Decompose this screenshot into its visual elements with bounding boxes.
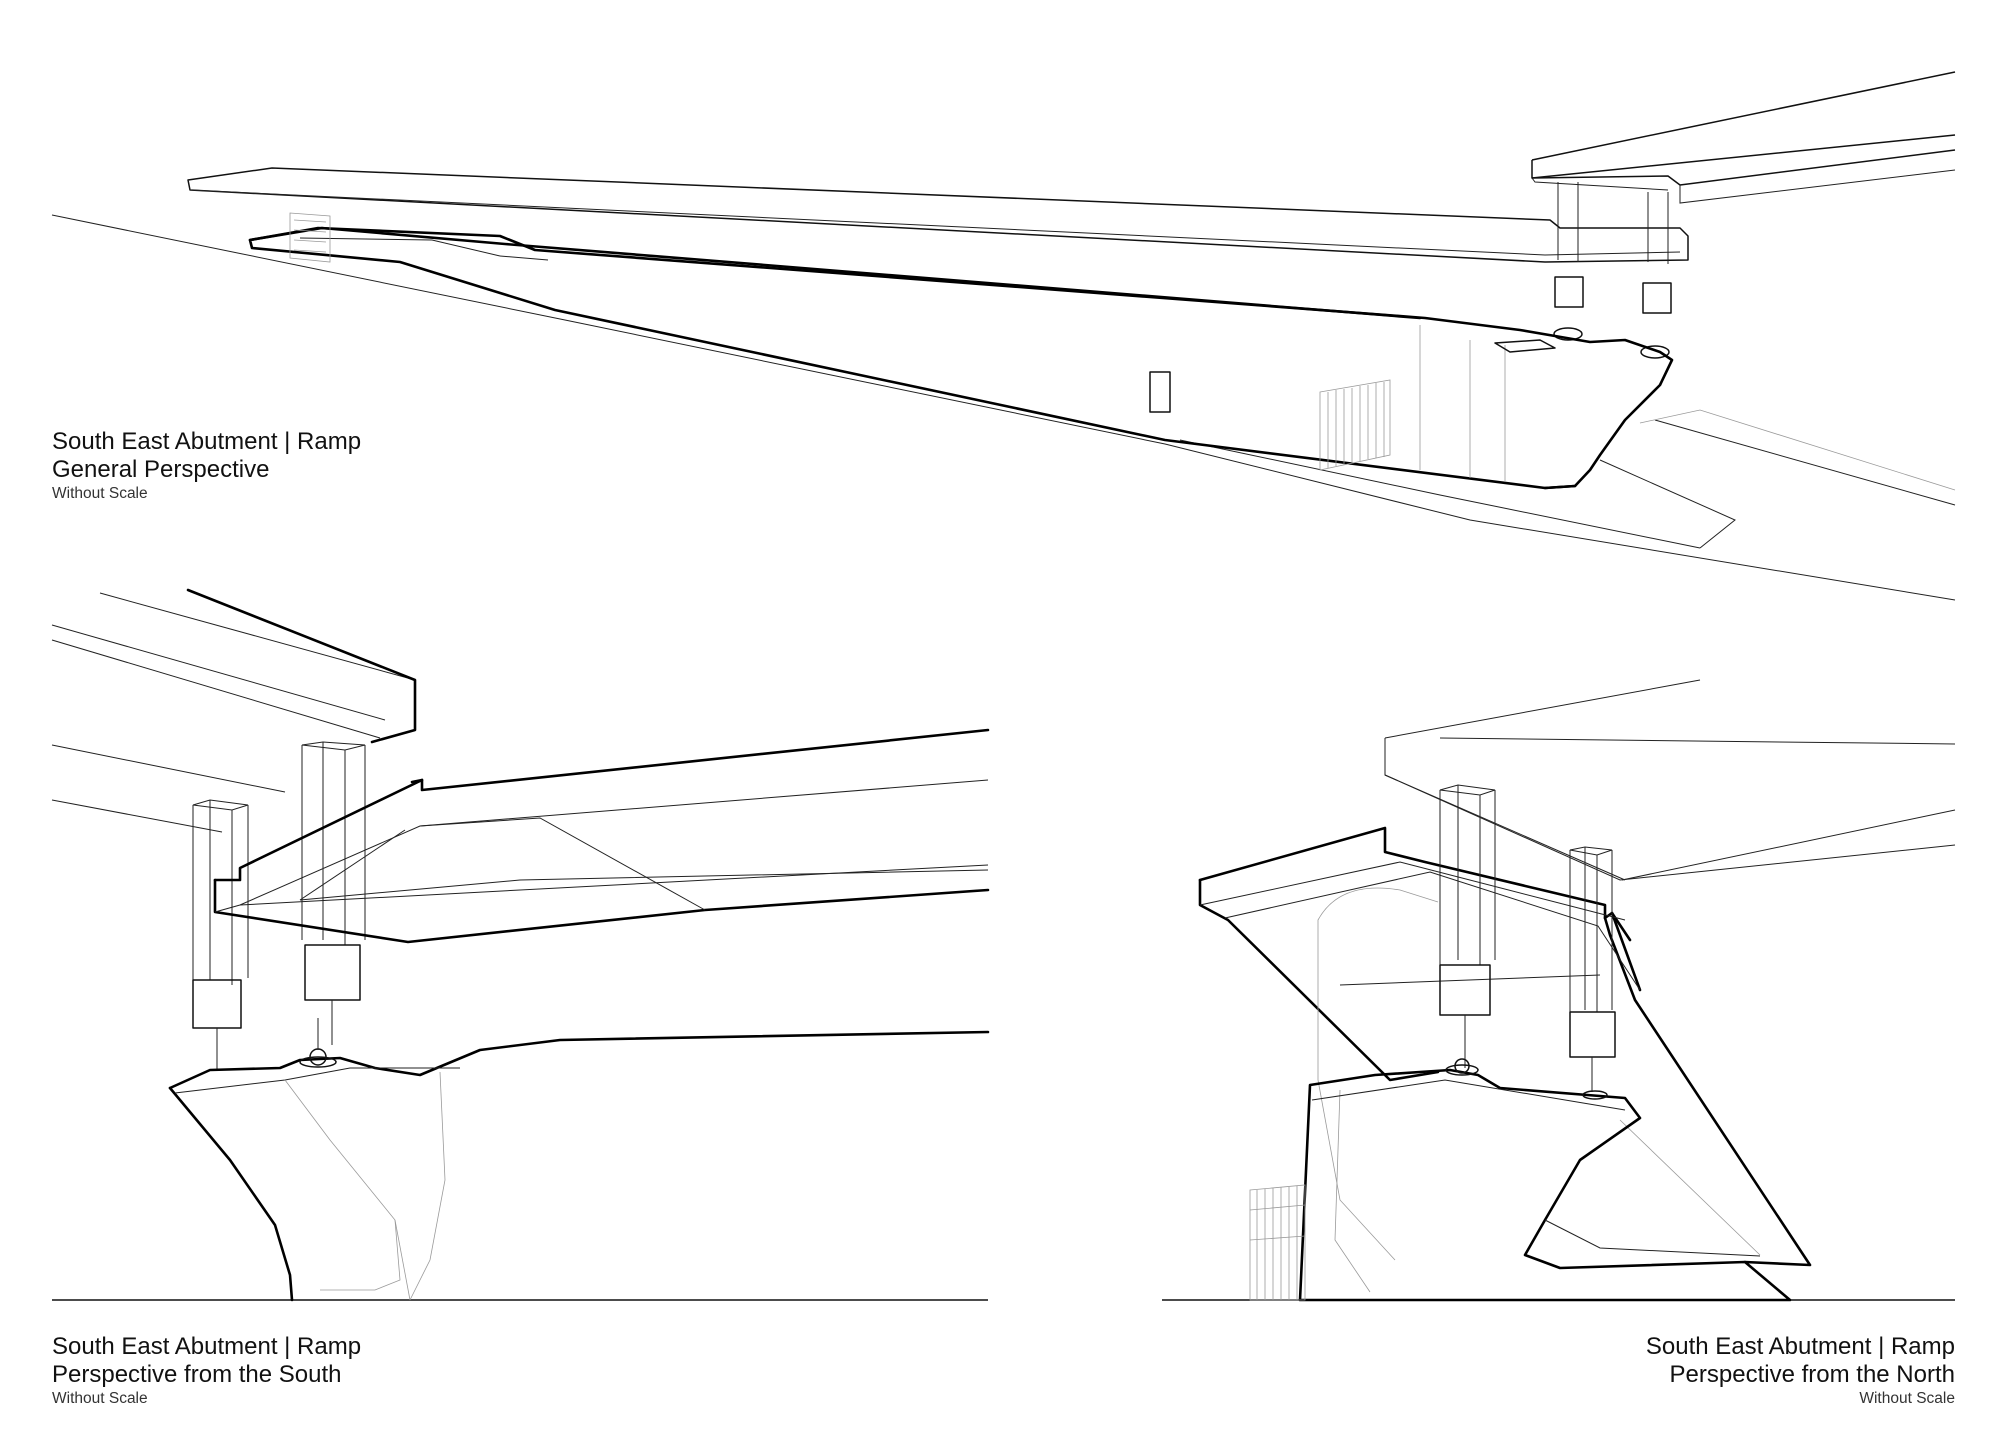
scale-note: Without Scale	[52, 1390, 148, 1408]
caption-north-perspective: South East Abutment | Ramp Perspective f…	[1646, 1333, 1955, 1408]
caption-general-perspective: South East Abutment | Ramp General Persp…	[52, 428, 361, 503]
fence-graphic	[1319, 379, 1391, 471]
view-subtitle: General Perspective	[52, 455, 270, 483]
north-perspective-drawing	[1162, 679, 1956, 1302]
view-title: South East Abutment | Ramp	[1645, 1333, 1955, 1360]
fence-graphic-north	[1249, 1184, 1306, 1301]
view-subtitle: Perspective from the South	[52, 1360, 342, 1388]
view-title: South East Abutment | Ramp	[52, 1333, 362, 1360]
south-perspective-drawing	[51, 588, 990, 1302]
caption-south-perspective: South East Abutment | Ramp Perspective f…	[52, 1333, 361, 1408]
scale-note: Without Scale	[52, 485, 148, 503]
general-perspective-drawing	[51, 71, 1956, 601]
view-subtitle: Perspective from the North	[1669, 1360, 1955, 1388]
bearing-columns	[192, 741, 366, 1070]
view-title: South East Abutment | Ramp	[52, 428, 362, 455]
scale-note: Without Scale	[1859, 1390, 1955, 1408]
